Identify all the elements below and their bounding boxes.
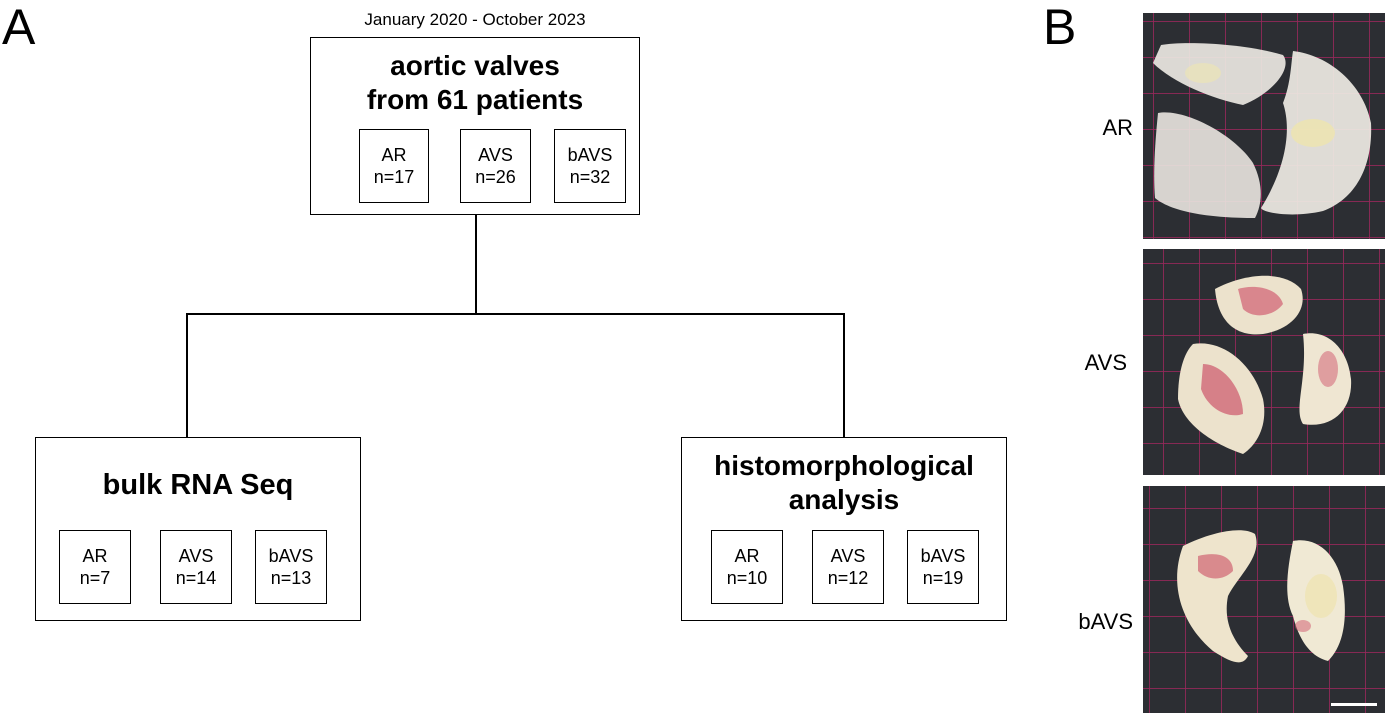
bavs-valve-leaflets (1177, 530, 1345, 663)
rna-seq-box: bulk RNA Seq AR n=7 AVS n=14 bAVS n=13 (35, 437, 361, 621)
cohort-group-bavs: bAVS n=32 (554, 129, 626, 203)
photo-label-bavs: bAVS (1078, 609, 1133, 634)
histo-group-avs: AVS n=12 (812, 530, 884, 604)
group-count: n=12 (827, 568, 869, 588)
group-name: AVS (178, 546, 214, 566)
photo-label-ar: AR (1102, 115, 1133, 140)
group-name: AR (82, 546, 108, 566)
timeframe-label: January 2020 - October 2023 (364, 10, 586, 29)
connector-right-down (843, 313, 845, 438)
group-name: AVS (830, 546, 866, 566)
rna-seq-title: bulk RNA Seq (102, 469, 294, 501)
connector-vertical-top (475, 214, 477, 314)
histo-group-ar: AR n=10 (711, 530, 783, 604)
group-count: n=14 (175, 568, 217, 588)
photo-label-avs: AVS (1084, 350, 1127, 375)
cohort-group-avs: AVS n=26 (460, 129, 531, 203)
group-count: n=13 (270, 568, 312, 588)
histo-group-bavs: bAVS n=19 (907, 530, 979, 604)
rna-seq-group-ar: AR n=7 (59, 530, 131, 604)
group-name: AR (734, 546, 760, 566)
group-name: bAVS (268, 546, 314, 566)
panel-b-letter: B (1043, 0, 1077, 55)
cohort-group-ar: AR n=17 (359, 129, 429, 203)
group-count: n=17 (373, 167, 415, 187)
group-name: bAVS (920, 546, 966, 566)
group-count: n=26 (475, 167, 516, 187)
rna-seq-group-bavs: bAVS n=13 (255, 530, 327, 604)
group-count: n=7 (79, 568, 111, 588)
cohort-title-line2: from 61 patients (366, 84, 584, 115)
group-count: n=19 (922, 568, 964, 588)
avs-valve-leaflets (1178, 275, 1352, 454)
histo-title-line2: analysis (788, 484, 900, 515)
group-name: AVS (478, 145, 513, 165)
scale-bar (1331, 703, 1377, 706)
photo-bavs-valve (1143, 486, 1385, 713)
photo-avs-valve (1143, 249, 1385, 475)
group-count: n=32 (569, 167, 611, 187)
connector-horizontal (186, 313, 844, 315)
ar-valve-leaflets (1153, 43, 1372, 218)
rna-seq-group-avs: AVS n=14 (160, 530, 232, 604)
photo-ar-valve (1143, 13, 1385, 239)
cohort-title-line1: aortic valves (390, 50, 560, 81)
cohort-box: aortic valves from 61 patients AR n=17 A… (310, 37, 640, 215)
histo-title-line1: histomorphological (714, 450, 974, 481)
histo-box: histomorphological analysis AR n=10 AVS … (681, 437, 1007, 621)
connector-left-down (186, 313, 188, 438)
group-name: bAVS (567, 145, 613, 165)
group-count: n=10 (726, 568, 768, 588)
panel-a-letter: A (2, 0, 36, 55)
group-name: AR (381, 145, 407, 165)
